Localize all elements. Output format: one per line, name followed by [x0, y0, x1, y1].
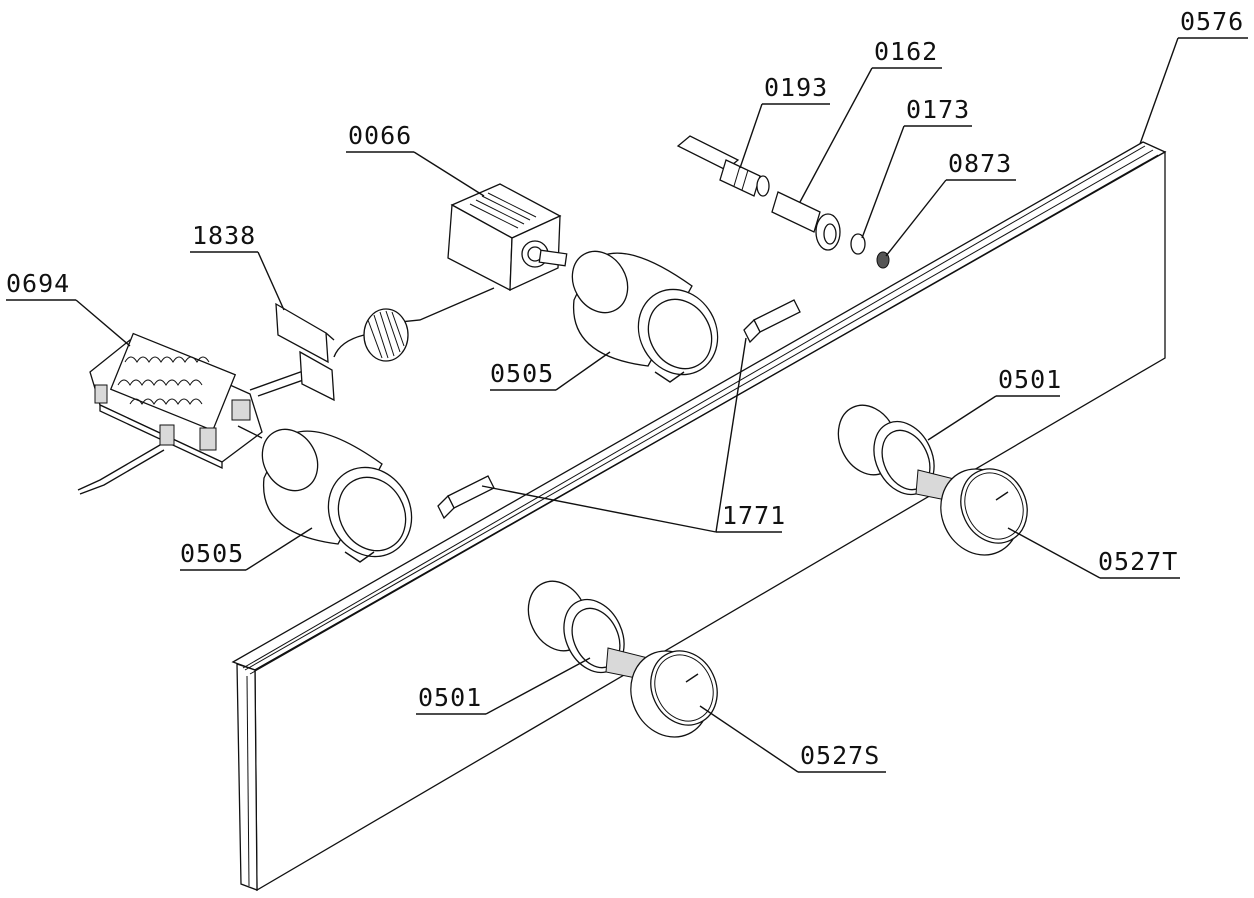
knob-assembly-left [527, 580, 718, 738]
indicator-lamp-assembly [676, 135, 890, 269]
clip-lower [437, 475, 495, 520]
control-panel [231, 141, 1167, 892]
callout-0066: 0066 [348, 121, 412, 150]
callout-0173: 0173 [906, 95, 970, 124]
callout-0193: 0193 [764, 73, 828, 102]
selector-switch [77, 332, 327, 495]
sleeve-top [571, 250, 719, 383]
clip-upper [743, 299, 801, 344]
callout-1838: 1838 [192, 221, 256, 250]
callout-0501-left: 0501 [418, 683, 482, 712]
callout-0694: 0694 [6, 269, 70, 298]
callout-0501-right: 0501 [998, 365, 1062, 394]
callout-0505-top: 0505 [490, 359, 554, 388]
bracket [275, 302, 335, 402]
leader-lines [6, 37, 1248, 773]
callout-0527S: 0527S [800, 741, 880, 770]
callout-0505-bottom: 0505 [180, 539, 244, 568]
callout-0873: 0873 [948, 149, 1012, 178]
callout-labels: 0576 0162 0193 0173 0873 0066 1838 0694 … [6, 7, 1244, 770]
sleeve-bottom [261, 428, 413, 563]
callout-0527T: 0527T [1098, 547, 1178, 576]
capillary-coil [333, 308, 409, 362]
callout-0576: 0576 [1180, 7, 1244, 36]
callout-1771: 1771 [722, 501, 786, 530]
thermostat [333, 183, 568, 362]
callout-0162: 0162 [874, 37, 938, 66]
knob-assembly-right [837, 404, 1028, 556]
